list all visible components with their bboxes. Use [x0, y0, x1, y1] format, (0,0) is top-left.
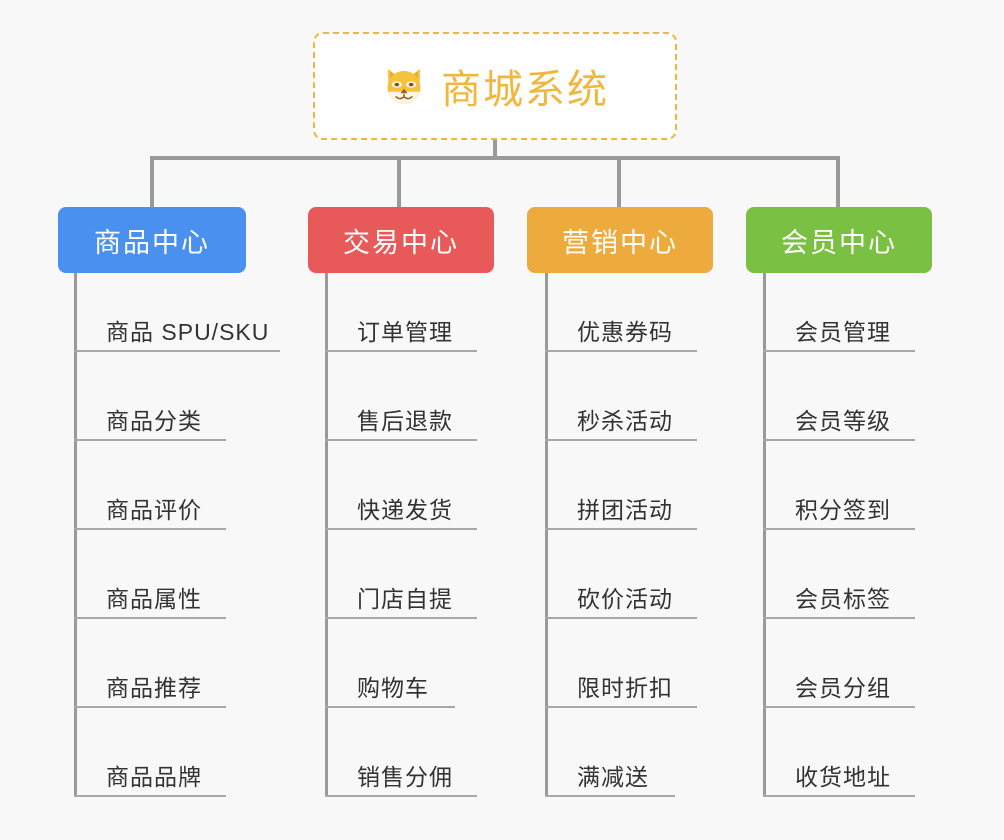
leaf-item-label: 商品推荐: [106, 675, 202, 701]
root-node-shopping-mall-system[interactable]: 商城系统: [313, 32, 677, 140]
leaf-item-label: 会员等级: [795, 408, 891, 434]
leaf-item-label: 积分签到: [795, 497, 891, 523]
branch-trunk-4: [763, 273, 766, 797]
leaf-underline: [763, 439, 915, 441]
leaf-item-label: 销售分佣: [357, 764, 453, 790]
leaf-underline: [74, 617, 226, 619]
category-header-1[interactable]: 商品中心: [58, 207, 246, 273]
leaf-underline: [325, 350, 477, 352]
leaf-underline: [545, 350, 697, 352]
leaf-underline: [545, 617, 697, 619]
root-node-label: 商城系统: [441, 68, 609, 112]
category-header-label: 交易中心: [343, 227, 459, 258]
leaf-underline: [74, 350, 280, 352]
branch-trunk-2: [325, 273, 328, 797]
connector-drop-2: [397, 156, 401, 208]
leaf-underline: [545, 439, 697, 441]
leaf-item-label: 拼团活动: [577, 497, 673, 523]
leaf-underline: [74, 795, 226, 797]
leaf-item-label: 商品分类: [106, 408, 202, 434]
leaf-item-label: 优惠券码: [577, 319, 673, 345]
leaf-underline: [74, 528, 226, 530]
leaf-item-label: 收货地址: [795, 764, 891, 790]
category-header-label: 营销中心: [562, 227, 678, 258]
leaf-item-label: 秒杀活动: [577, 408, 673, 434]
connector-drop-4: [836, 156, 840, 208]
branch-trunk-1: [74, 273, 77, 797]
leaf-item-label: 满减送: [577, 764, 649, 790]
leaf-underline: [763, 350, 915, 352]
leaf-item-label: 砍价活动: [577, 586, 673, 612]
category-header-2[interactable]: 交易中心: [308, 207, 494, 273]
category-header-4[interactable]: 会员中心: [746, 207, 932, 273]
leaf-underline: [325, 795, 477, 797]
shiba-dog-face-icon: [381, 63, 427, 109]
category-header-label: 商品中心: [94, 227, 210, 258]
leaf-item-label: 会员管理: [795, 319, 891, 345]
leaf-item-label: 订单管理: [357, 319, 453, 345]
leaf-underline: [763, 617, 915, 619]
leaf-underline: [545, 706, 697, 708]
leaf-underline: [763, 528, 915, 530]
leaf-underline: [763, 795, 915, 797]
leaf-item-label: 购物车: [357, 675, 429, 701]
leaf-underline: [74, 706, 226, 708]
leaf-underline: [325, 439, 477, 441]
connector-root-stem: [493, 140, 497, 158]
leaf-underline: [74, 439, 226, 441]
category-header-label: 会员中心: [781, 227, 897, 258]
leaf-item-label: 商品属性: [106, 586, 202, 612]
connector-horizontal-bus: [150, 156, 840, 160]
leaf-item-label: 会员分组: [795, 675, 891, 701]
leaf-item-label: 门店自提: [357, 586, 453, 612]
leaf-item-label: 商品评价: [106, 497, 202, 523]
category-header-3[interactable]: 营销中心: [527, 207, 713, 273]
leaf-underline: [545, 795, 675, 797]
leaf-underline: [325, 528, 477, 530]
branch-trunk-3: [545, 273, 548, 797]
connector-drop-1: [150, 156, 154, 208]
leaf-underline: [325, 617, 477, 619]
leaf-underline: [325, 706, 455, 708]
connector-drop-3: [617, 156, 621, 208]
leaf-item-label: 商品 SPU/SKU: [106, 319, 270, 345]
leaf-underline: [545, 528, 697, 530]
leaf-item-label: 售后退款: [357, 408, 453, 434]
leaf-item-label: 限时折扣: [577, 675, 673, 701]
leaf-item-label: 商品品牌: [106, 764, 202, 790]
leaf-underline: [763, 706, 915, 708]
leaf-item-label: 会员标签: [795, 586, 891, 612]
leaf-item-label: 快递发货: [357, 497, 453, 523]
